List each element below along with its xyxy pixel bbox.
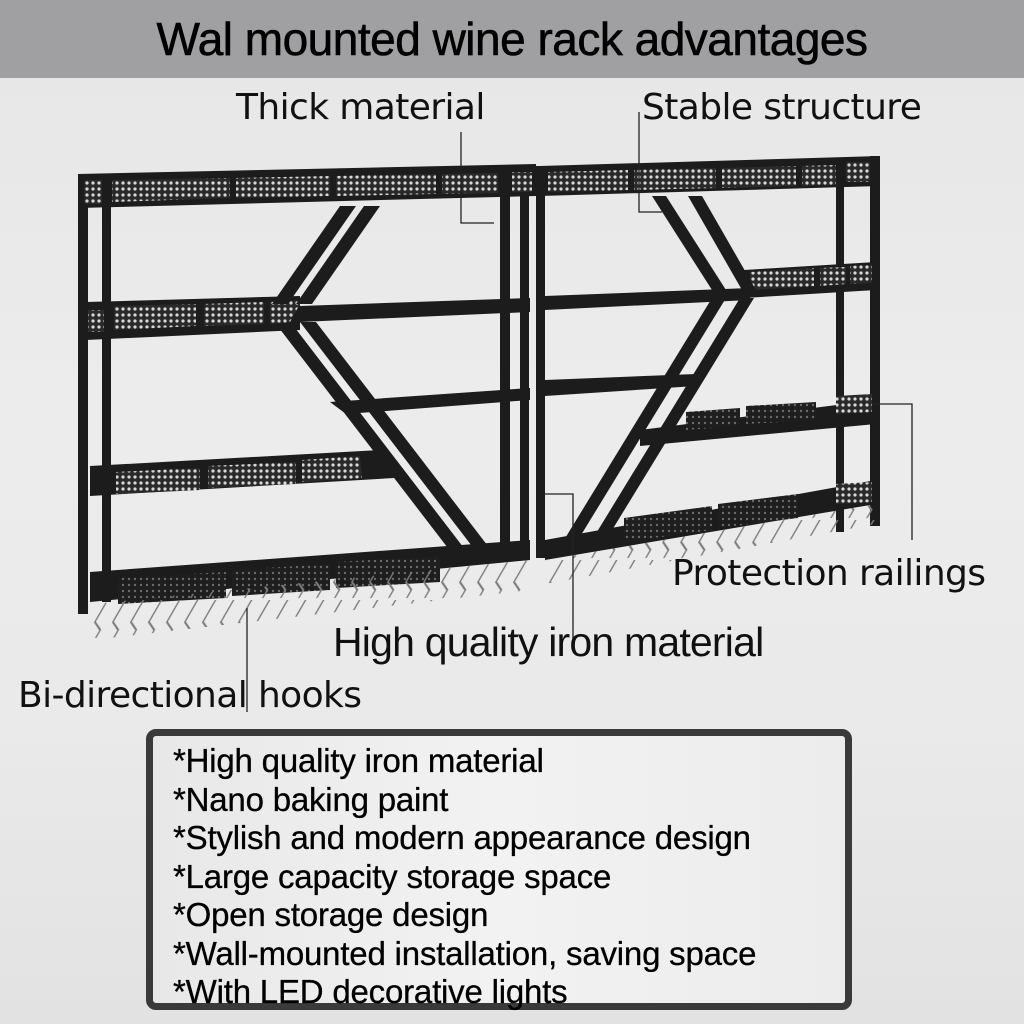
- feature-item: *With LED decorative lights: [173, 973, 568, 1010]
- left-rack-unit: [78, 164, 536, 640]
- right-rack-unit: [536, 156, 880, 584]
- feature-item: *Nano baking paint: [173, 780, 449, 818]
- leader-lines: [246, 112, 913, 712]
- feature-item: *High quality iron material: [173, 742, 544, 779]
- protection-railings-leader: [872, 403, 913, 540]
- callout-thick-material: Thick material: [236, 87, 485, 128]
- features-box: *High quality iron material *Nano baking…: [146, 729, 852, 1010]
- stable-structure-leader: [638, 112, 662, 213]
- features-list: *High quality iron material *Nano baking…: [173, 742, 845, 1012]
- feature-item: *Open storage design: [173, 896, 489, 933]
- callout-iron-material: High quality iron material: [333, 619, 764, 665]
- page-title: Wal mounted wine rack advantages: [156, 13, 868, 66]
- title-banner: Wal mounted wine rack advantages: [0, 0, 1024, 78]
- feature-item: *Wall-mounted installation, saving space: [173, 934, 757, 972]
- iron-material-leader: [544, 493, 574, 648]
- callout-protection-railings: Protection railings: [672, 553, 986, 594]
- callout-stable-structure: Stable structure: [642, 87, 922, 128]
- feature-item: *Stylish and modern appearance design: [173, 819, 751, 856]
- callout-hooks: Bi-directional hooks: [18, 675, 362, 716]
- thick-material-leader: [460, 132, 494, 224]
- feature-item: *Large capacity storage space: [173, 857, 612, 895]
